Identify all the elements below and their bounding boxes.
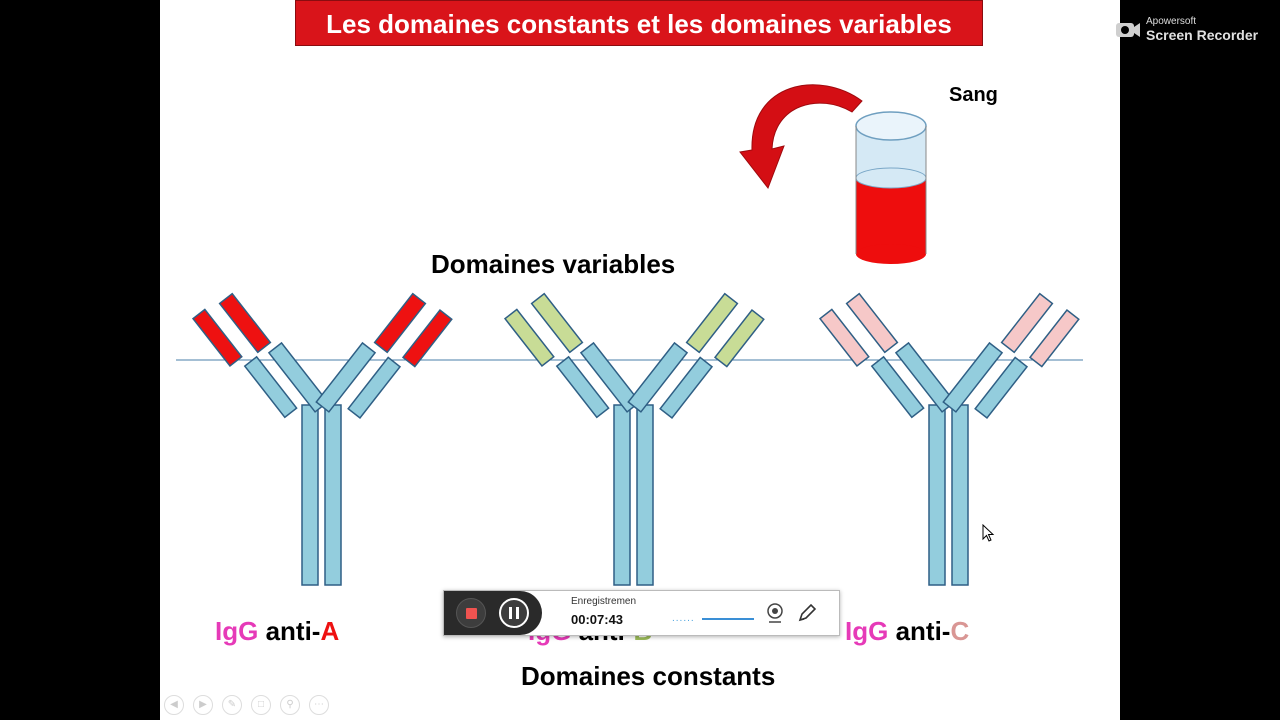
curved-arrow-icon <box>740 85 862 188</box>
camera-logo-icon <box>1115 18 1141 40</box>
heavy-chain-stem <box>929 405 945 585</box>
antibody-letter-a: A <box>320 616 339 646</box>
antibody-anti-c <box>820 294 1079 585</box>
variable-domains-label: Domaines variables <box>431 249 675 280</box>
pen-icon[interactable]: ✎ <box>222 695 242 715</box>
stop-record-button[interactable] <box>456 598 486 628</box>
audio-level-dots: ...... <box>672 613 695 624</box>
antibody-anti-a <box>193 294 452 585</box>
volume-slider[interactable] <box>702 618 754 620</box>
blood-tube-icon <box>856 112 926 264</box>
recording-time: 00:07:43 <box>571 612 623 627</box>
recorder-controls <box>444 591 542 635</box>
next-icon[interactable]: ▶ <box>193 695 213 715</box>
recording-status: Enregistremen <box>571 596 636 607</box>
slides-icon[interactable]: □ <box>251 695 271 715</box>
recorder-watermark: Apowersoft Screen Recorder <box>1115 14 1275 46</box>
heavy-chain-stem <box>637 405 653 585</box>
antibody-label-c: IgG anti-C <box>845 616 969 647</box>
watermark-brand: Apowersoft <box>1146 16 1196 27</box>
heavy-chain-stem <box>325 405 341 585</box>
heavy-chain-stem <box>952 405 968 585</box>
zoom-icon[interactable]: ⚲ <box>280 695 300 715</box>
heavy-chain-stem <box>614 405 630 585</box>
more-icon[interactable]: ⋯ <box>309 695 329 715</box>
heavy-chain-stem <box>302 405 318 585</box>
antibody-anti-b <box>505 294 764 585</box>
recorder-toolbar: Enregistremen 00:07:43 ...... <box>443 590 840 636</box>
antibody-letter-c: C <box>950 616 969 646</box>
watermark-product: Screen Recorder <box>1146 27 1258 43</box>
annotate-pen-icon[interactable] <box>796 602 818 624</box>
slideshow-nav: ◀ ▶ ✎ □ ⚲ ⋯ <box>164 694 338 716</box>
blood-label: Sang <box>949 84 998 107</box>
antibody-label-a: IgG anti-A <box>215 616 339 647</box>
constant-domains-label: Domaines constants <box>521 661 775 692</box>
pause-record-button[interactable] <box>499 598 529 628</box>
prev-icon[interactable]: ◀ <box>164 695 184 715</box>
mouse-cursor-icon <box>982 524 996 544</box>
webcam-icon[interactable] <box>765 602 785 624</box>
